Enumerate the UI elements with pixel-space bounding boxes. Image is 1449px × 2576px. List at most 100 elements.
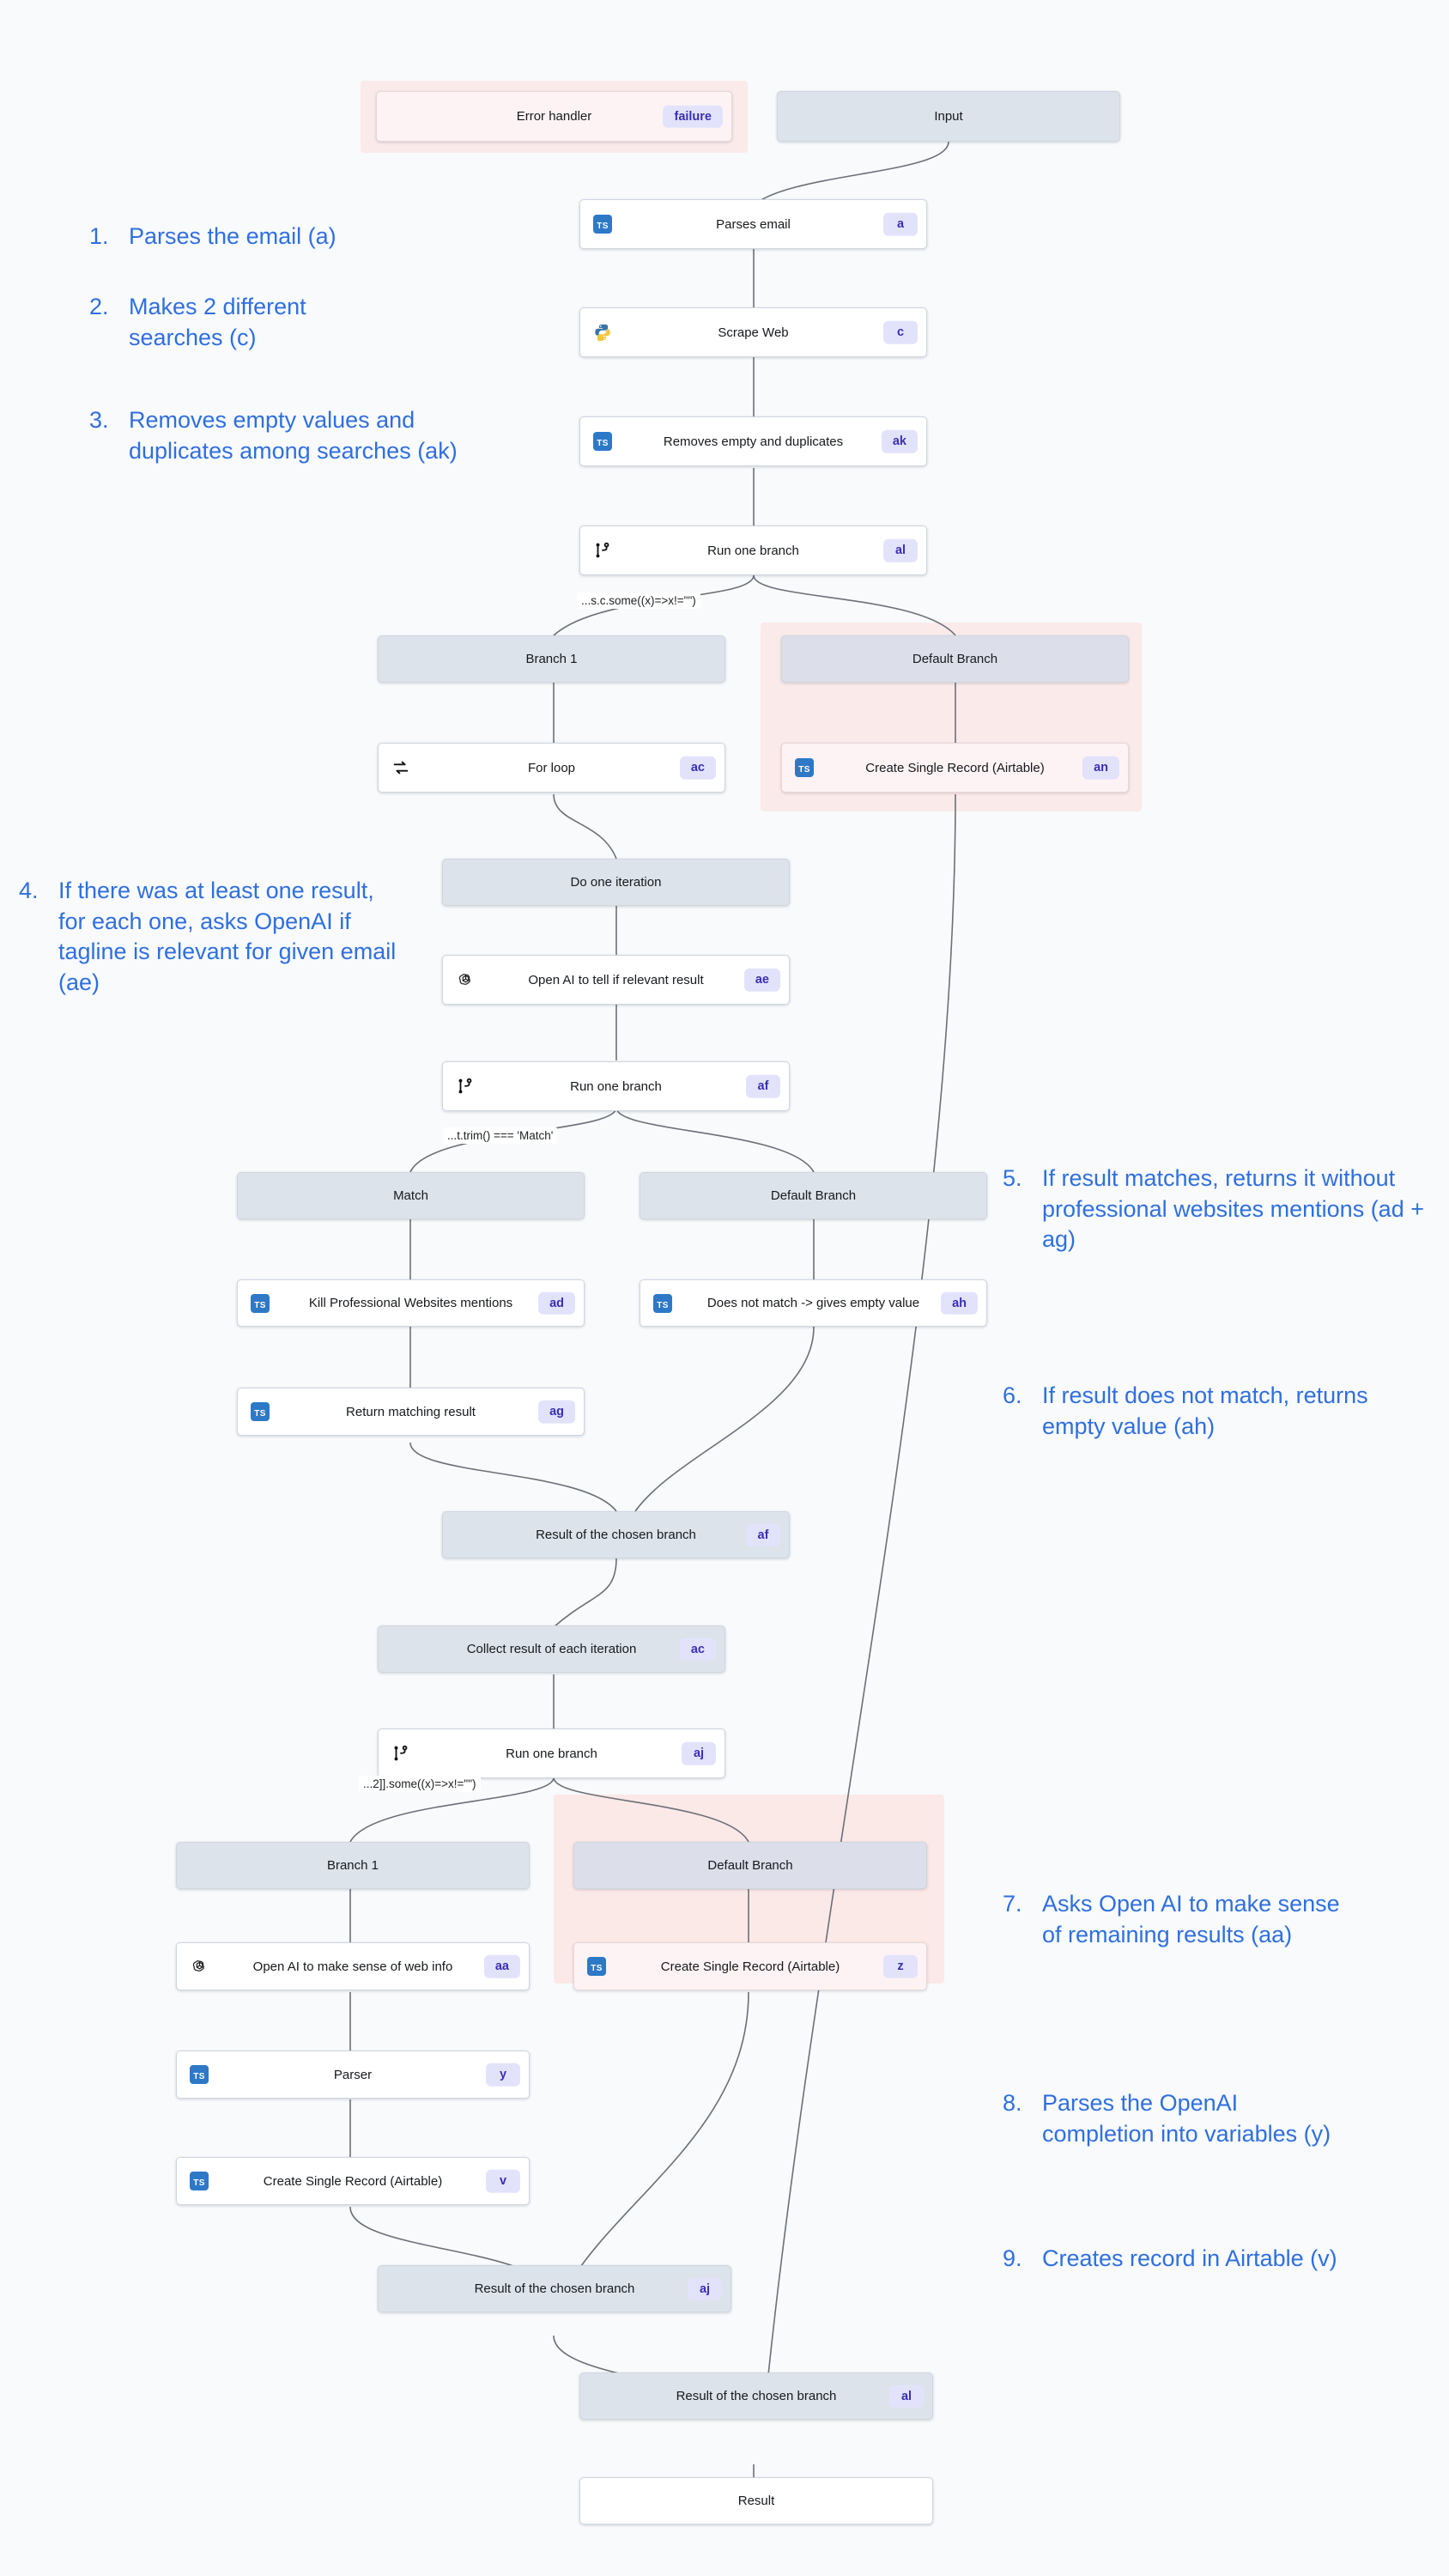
annotation-text: Asks Open AI to make sense of remaining … — [1042, 1891, 1340, 1947]
node-run-one-branch-al[interactable]: Run one branch al — [579, 526, 927, 575]
annotation-text: Parses the OpenAI completion into variab… — [1042, 2090, 1331, 2147]
typescript-icon: TS — [249, 1400, 271, 1423]
node-label: Branch 1 — [326, 1858, 379, 1873]
annotation-text: If there was at least one result, for ea… — [58, 878, 397, 995]
annotation-text: If result does not match, returns empty … — [1042, 1382, 1368, 1439]
annotation-text: Removes empty values and duplicates amon… — [129, 407, 458, 464]
node-label: Run one branch — [570, 1078, 662, 1094]
node-does-not-match[interactable]: TS Does not match -> gives empty value a… — [640, 1279, 987, 1327]
node-label: Create Single Record (Airtable) — [660, 1959, 840, 1974]
node-for-loop[interactable]: For loop ac — [378, 743, 725, 793]
node-tag: ae — [743, 968, 780, 992]
node-label: Removes empty and duplicates — [663, 434, 844, 449]
node-default-branch-mid[interactable]: Default Branch — [640, 1172, 987, 1219]
annotation-8: 8. Parses the OpenAI completion into var… — [1003, 2088, 1346, 2149]
node-result-chosen-branch-af[interactable]: Result of the chosen branch af — [442, 1511, 790, 1558]
typescript-icon: TS — [591, 430, 614, 453]
node-create-record-airtable-v[interactable]: TS Create Single Record (Airtable) v — [176, 2157, 530, 2205]
node-default-branch-top[interactable]: Default Branch — [781, 635, 1129, 683]
node-result-chosen-branch-al[interactable]: Result of the chosen branch al — [579, 2372, 933, 2420]
typescript-icon: TS — [585, 1955, 608, 1978]
annotation-number: 3. — [89, 407, 109, 433]
annotation-text: If result matches, returns it without pr… — [1042, 1165, 1424, 1253]
annotation-number: 4. — [19, 878, 39, 903]
annotation-number: 6. — [1003, 1382, 1022, 1408]
node-run-one-branch-aj[interactable]: Run one branch aj — [378, 1728, 725, 1778]
typescript-icon: TS — [793, 756, 815, 779]
node-openai-relevant-result[interactable]: Open AI to tell if relevant result ae — [442, 955, 790, 1005]
node-label: Branch 1 — [525, 652, 578, 666]
node-tag: an — [1082, 756, 1119, 780]
node-branch-1-top[interactable]: Branch 1 — [378, 635, 725, 683]
annotation-text: Makes 2 different searches (c) — [129, 294, 306, 350]
node-result[interactable]: Result — [579, 2477, 933, 2524]
node-tag: a — [883, 212, 918, 236]
node-label: Create Single Record (Airtable) — [263, 2173, 443, 2189]
typescript-icon: TS — [652, 1292, 674, 1315]
node-branch-1-bottom[interactable]: Branch 1 — [176, 1842, 530, 1889]
node-label: Error handler — [516, 109, 592, 124]
node-removes-empty-duplicates[interactable]: TS Removes empty and duplicates ak — [579, 416, 927, 466]
node-return-matching-result[interactable]: TS Return matching result ag — [237, 1388, 585, 1436]
annotation-9: 9. Creates record in Airtable (v) — [1003, 2244, 1346, 2275]
node-label: Create Single Record (Airtable) — [865, 760, 1045, 775]
node-label: For loop — [527, 760, 576, 775]
node-label: Open AI to make sense of web info — [252, 1959, 453, 1974]
node-tag: aj — [682, 1741, 716, 1765]
node-parses-email[interactable]: TS Parses email a — [579, 199, 927, 249]
node-label: Result of the chosen branch — [536, 1528, 696, 1542]
node-kill-professional-websites-mentions[interactable]: TS Kill Professional Websites mentions a… — [237, 1279, 585, 1327]
node-label: Result — [737, 2494, 775, 2508]
edge-condition-al: ...s.c.some((x)=>x!="") — [577, 592, 700, 609]
node-tag: aa — [483, 1954, 520, 1978]
annotation-7: 7. Asks Open AI to make sense of remaini… — [1003, 1889, 1346, 1950]
typescript-icon: TS — [188, 2170, 210, 2192]
node-tag: v — [486, 2169, 520, 2193]
annotation-number: 9. — [1003, 2245, 1022, 2271]
openai-icon — [188, 1955, 210, 1978]
node-openai-make-sense-web-info[interactable]: Open AI to make sense of web info aa — [176, 1942, 530, 1990]
branch-icon — [454, 1075, 476, 1097]
node-default-branch-bottom[interactable]: Default Branch — [573, 1842, 927, 1889]
node-label: Collect result of each iteration — [466, 1642, 637, 1656]
node-input[interactable]: Input — [777, 91, 1120, 142]
annotation-number: 8. — [1003, 2090, 1022, 2116]
annotation-number: 2. — [89, 294, 109, 319]
loop-icon — [390, 756, 412, 779]
node-collect-result-each-iteration[interactable]: Collect result of each iteration ac — [378, 1625, 725, 1673]
node-parser[interactable]: TS Parser y — [176, 2050, 530, 2099]
node-label: Does not match -> gives empty value — [706, 1296, 920, 1310]
node-label: Do one iteration — [570, 875, 662, 890]
annotation-text: Parses the email (a) — [129, 223, 336, 249]
node-run-one-branch-af[interactable]: Run one branch af — [442, 1061, 790, 1111]
node-label: Parser — [333, 2067, 373, 2082]
node-error-handler[interactable]: Error handler failure — [376, 91, 732, 142]
node-tag: al — [889, 2385, 924, 2408]
node-label: Match — [393, 1188, 428, 1203]
node-label: Default Branch — [770, 1188, 857, 1203]
branch-icon — [390, 1742, 412, 1765]
annotation-3: 3. Removes empty values and duplicates a… — [89, 405, 493, 466]
annotation-1: 1. Parses the email (a) — [89, 222, 476, 252]
node-tag: ad — [538, 1291, 575, 1315]
node-tag: failure — [663, 105, 723, 128]
node-scrape-web[interactable]: Scrape Web c — [579, 307, 927, 357]
typescript-icon: TS — [249, 1292, 271, 1315]
node-match-branch[interactable]: Match — [237, 1172, 585, 1219]
annotation-6: 6. If result does not match, returns emp… — [1003, 1381, 1406, 1442]
edge-condition-aj: ...2]].some((x)=>x!="") — [359, 1776, 481, 1792]
node-do-one-iteration[interactable]: Do one iteration — [442, 859, 790, 906]
node-create-record-airtable-z[interactable]: TS Create Single Record (Airtable) z — [573, 1942, 927, 1990]
annotation-2: 2. Makes 2 different searches (c) — [89, 292, 398, 353]
node-tag: c — [883, 320, 918, 344]
node-create-record-airtable-an[interactable]: TS Create Single Record (Airtable) an — [781, 743, 1129, 793]
node-label: Open AI to tell if relevant result — [528, 972, 704, 987]
annotation-5: 5. If result matches, returns it without… — [1003, 1163, 1432, 1255]
node-tag: ac — [679, 756, 716, 780]
node-tag: al — [883, 538, 918, 562]
node-result-chosen-branch-aj[interactable]: Result of the chosen branch aj — [378, 2265, 731, 2312]
node-tag: aj — [688, 2277, 722, 2300]
annotation-4: 4. If there was at least one result, for… — [19, 876, 397, 999]
node-label: Scrape Web — [718, 325, 789, 340]
